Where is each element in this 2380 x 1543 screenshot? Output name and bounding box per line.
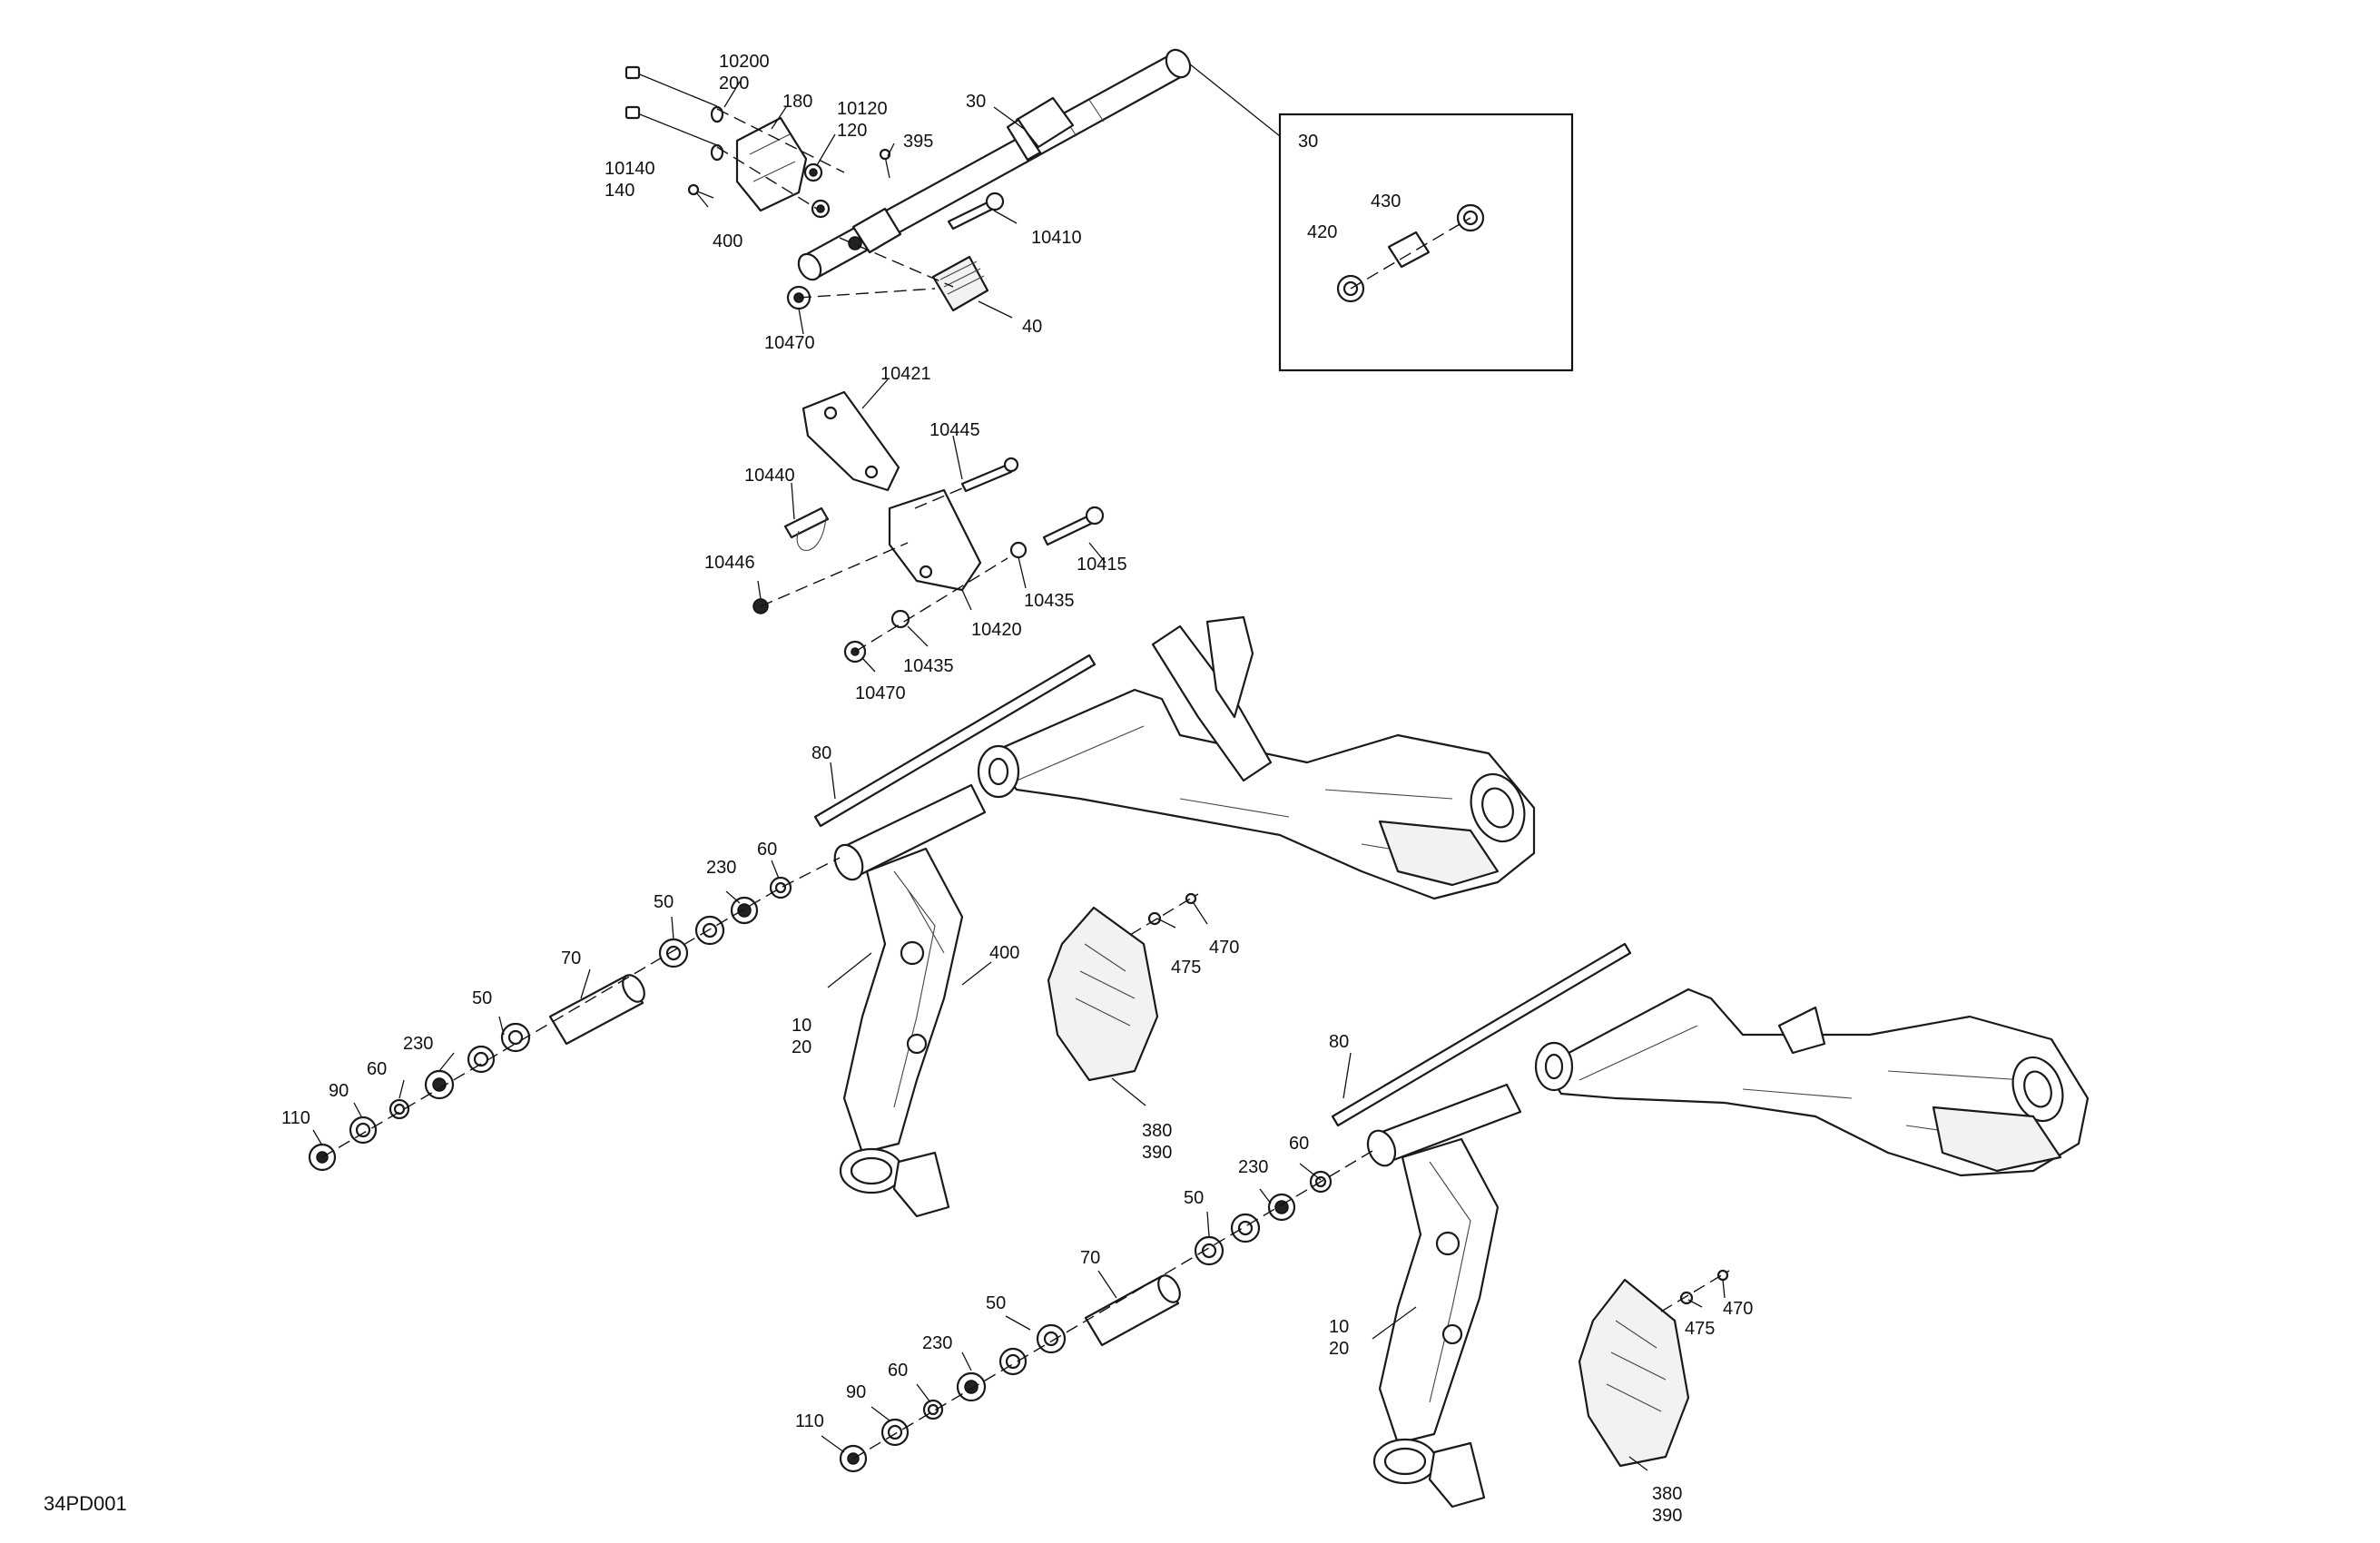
label-10140: 10140 <box>605 159 655 179</box>
label-395: 395 <box>903 132 933 152</box>
label-470-b: 470 <box>1723 1299 1753 1319</box>
label-400-top: 400 <box>713 231 743 251</box>
detail-box-30 <box>1278 113 1574 372</box>
label-10421: 10421 <box>880 364 931 384</box>
bushing-block <box>931 255 989 312</box>
label-10420: 10420 <box>971 620 1022 640</box>
label-430: 430 <box>1371 192 1401 211</box>
guard-left <box>1047 892 1199 1082</box>
bracket-180 <box>735 116 808 212</box>
label-80-upper: 80 <box>811 743 831 763</box>
bushing-stack-2 <box>839 1150 1373 1473</box>
pivot-shaft-assembly <box>625 48 1281 312</box>
detail-sleeve <box>1387 231 1431 269</box>
label-90-b: 90 <box>846 1382 866 1402</box>
label-20-a: 20 <box>792 1037 811 1057</box>
label-70-a: 70 <box>561 948 581 968</box>
label-230-b: 230 <box>403 1034 433 1054</box>
label-380-b: 380 <box>1652 1484 1682 1504</box>
label-10445: 10445 <box>929 420 980 440</box>
label-230-c: 230 <box>1238 1157 1268 1177</box>
diagram-code: 34PD001 <box>44 1492 127 1515</box>
label-60-a: 60 <box>757 840 777 860</box>
guard-right <box>1578 1269 1730 1468</box>
swing-arm-upper <box>813 615 1536 900</box>
label-50-d: 50 <box>986 1293 1006 1313</box>
label-10470-top: 10470 <box>764 333 815 353</box>
label-10120: 10120 <box>837 99 888 119</box>
bushing-stack-1 <box>308 857 841 1172</box>
label-60-d: 60 <box>888 1361 908 1381</box>
label-10435-a: 10435 <box>1024 591 1075 611</box>
label-10435-b: 10435 <box>903 656 954 676</box>
a-arm-left <box>833 783 987 1218</box>
label-110-b: 110 <box>795 1411 824 1431</box>
label-10410: 10410 <box>1031 228 1082 248</box>
label-420: 420 <box>1307 222 1337 242</box>
label-50-b: 50 <box>472 988 492 1008</box>
pivot-shaft-80-upper <box>813 654 1097 828</box>
label-90-a: 90 <box>329 1081 349 1101</box>
hanger-assembly <box>752 390 1105 663</box>
label-10415: 10415 <box>1077 555 1127 575</box>
label-10200: 10200 <box>719 52 770 72</box>
label-10-b: 10 <box>1329 1317 1349 1337</box>
hanger-plate-lower <box>888 488 982 592</box>
label-390-a: 390 <box>1142 1143 1172 1163</box>
label-40: 40 <box>1022 317 1042 337</box>
label-60-c: 60 <box>1289 1134 1309 1154</box>
label-140: 140 <box>605 181 634 201</box>
leader-lines <box>312 81 1726 1471</box>
label-380-a: 380 <box>1142 1121 1172 1141</box>
part-labels: 10200 200 180 10120 120 395 30 10140 140… <box>44 52 1753 1526</box>
label-30: 30 <box>966 92 986 112</box>
label-110-a: 110 <box>281 1108 310 1128</box>
label-120: 120 <box>837 121 867 141</box>
label-475-b: 475 <box>1685 1319 1715 1339</box>
label-70-b: 70 <box>1080 1248 1100 1268</box>
label-470-a: 470 <box>1209 938 1239 958</box>
a-arm-right <box>1366 1083 1522 1509</box>
label-80-lower: 80 <box>1329 1032 1349 1052</box>
label-475-a: 475 <box>1171 958 1201 978</box>
hanger-plate-upper <box>802 390 900 492</box>
label-390-b: 390 <box>1652 1506 1682 1526</box>
label-20-b: 20 <box>1329 1339 1349 1359</box>
label-10446: 10446 <box>704 553 755 573</box>
label-50-a: 50 <box>654 892 674 912</box>
label-10-a: 10 <box>792 1016 811 1036</box>
label-10440: 10440 <box>744 466 795 486</box>
swing-arm-lower <box>1331 942 2090 1177</box>
label-50-c: 50 <box>1184 1188 1204 1208</box>
label-230-d: 230 <box>922 1333 952 1353</box>
label-200: 200 <box>719 74 749 93</box>
label-400-mid: 400 <box>989 943 1019 963</box>
label-10470-mid: 10470 <box>855 683 906 703</box>
label-detail-30: 30 <box>1298 132 1318 152</box>
label-180: 180 <box>782 92 812 112</box>
label-230-a: 230 <box>706 858 736 878</box>
label-60-b: 60 <box>367 1059 387 1079</box>
pivot-shaft-80-lower <box>1331 942 1632 1127</box>
